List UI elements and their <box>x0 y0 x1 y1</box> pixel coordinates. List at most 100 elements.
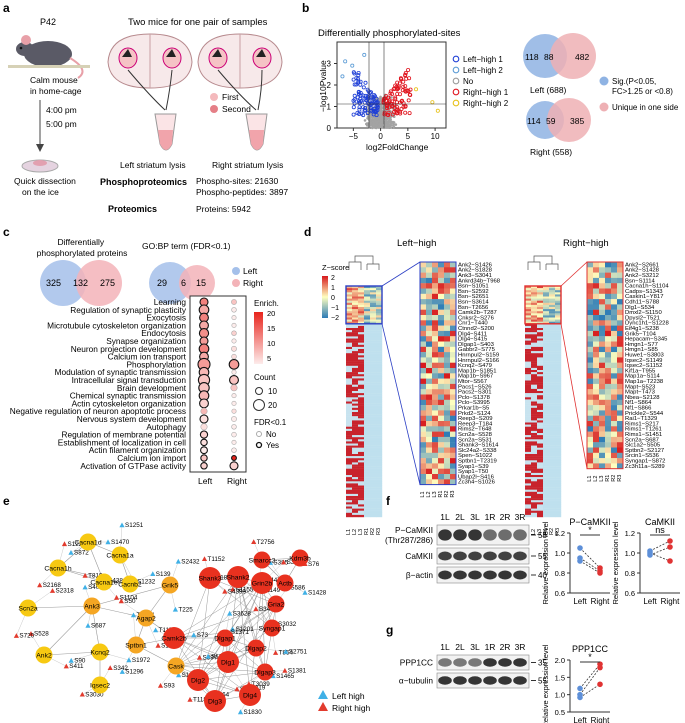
heatmap-cell <box>352 512 359 516</box>
network-protein-label: Camk2b <box>161 636 187 643</box>
venn-legend-unique: Unique in one side <box>612 103 679 112</box>
heatmap-cell <box>599 357 606 363</box>
heatmap-cell <box>376 449 383 453</box>
heatmap-cell <box>543 374 550 377</box>
go-term-label: Calcium ion import <box>117 453 186 463</box>
plot-ytick-label: 0.5 <box>555 708 565 717</box>
heatmap-cell <box>376 430 383 434</box>
heatmap-cell <box>543 288 550 291</box>
heatmap-cell <box>352 433 359 436</box>
heatmap-cell <box>420 325 427 332</box>
heatmap-cell <box>432 468 439 475</box>
heatmap-cell <box>358 302 365 306</box>
heatmap-cell <box>352 307 359 310</box>
panel-a-label: a <box>3 1 10 15</box>
heatmap-cell <box>364 380 371 383</box>
heatmap-cell <box>543 384 550 387</box>
heatmap-cell <box>358 346 365 350</box>
heatmap-cell <box>358 466 365 469</box>
heatmap-cell <box>420 415 427 422</box>
heatmap-cell <box>549 500 556 503</box>
network-site-label: S4399 <box>228 588 247 595</box>
heatmap-cell <box>352 405 359 408</box>
heatmap-cell <box>376 401 383 404</box>
heatmap-cell <box>450 357 457 363</box>
heatmap-cell <box>346 393 353 396</box>
heatmap-cell <box>555 510 562 513</box>
heatmap-cell <box>537 428 544 432</box>
heatmap-cell <box>549 403 556 406</box>
heatmap-cell <box>587 426 594 432</box>
heatmap-cell <box>537 334 544 337</box>
heatmap-cell <box>611 458 618 464</box>
heatmap-cell <box>549 292 556 295</box>
left-high-title: Left−high <box>397 238 436 249</box>
network-site-label: S73 <box>197 632 209 639</box>
heatmap-cell <box>376 422 383 425</box>
heatmap-cell <box>364 512 371 516</box>
network-protein-node <box>35 646 53 664</box>
heatmap-cell <box>587 293 594 300</box>
heatmap-cell <box>599 368 606 374</box>
heatmap-right-overview <box>524 255 562 518</box>
heatmap-cell <box>438 399 445 406</box>
heatmap-cell <box>432 463 439 469</box>
heatmap-cell <box>531 372 538 375</box>
heatmap-cell <box>593 378 600 385</box>
heatmap-cell <box>537 481 544 484</box>
heatmap-cell <box>370 302 377 306</box>
heatmap-cell <box>358 403 365 406</box>
heatmap-cell <box>549 353 556 356</box>
heatmap-cell <box>438 431 445 438</box>
heatmap-cell <box>376 361 383 364</box>
heatmap-cell <box>525 470 532 474</box>
heatmap-cell <box>426 394 433 400</box>
network-protein-label: Shank2 <box>226 575 249 582</box>
heatmap-cell <box>376 500 383 503</box>
heatmap-cell <box>364 338 371 341</box>
heatmap-cell <box>549 496 556 499</box>
heatmap-cell <box>525 384 532 387</box>
heatmap-cell <box>537 388 544 392</box>
heatmap-cell <box>555 426 562 429</box>
heatmap-cell <box>370 441 377 444</box>
heatmap-cell <box>346 309 353 312</box>
heatmap-cell <box>370 294 377 297</box>
heatmap-cell <box>555 483 562 486</box>
heatmap-cell <box>352 386 359 390</box>
heatmap-cell <box>370 290 377 293</box>
heatmap-cell <box>420 262 427 268</box>
heatmap-cell <box>537 433 544 436</box>
heatmap-cell <box>555 374 562 377</box>
heatmap-cell <box>555 340 562 343</box>
volcano-legend-marker <box>452 77 460 85</box>
heatmap-cell <box>364 300 371 303</box>
site-label-left: Map1b−S1851 <box>458 368 497 374</box>
heatmap-cell <box>358 445 365 448</box>
heatmap-cell <box>426 383 433 390</box>
heatmap-cell <box>525 363 532 366</box>
heatmap-cell <box>531 475 538 478</box>
heatmap-cell <box>549 407 556 411</box>
heatmap-cell <box>352 445 359 448</box>
go-dot-right <box>229 375 239 385</box>
heatmap-cell <box>358 397 365 400</box>
heatmap-cell <box>531 286 538 289</box>
heatmap-cell <box>364 504 371 507</box>
heatmap-cell <box>358 342 365 345</box>
heatmap-cell <box>549 302 556 306</box>
heatmap-cell <box>346 292 353 295</box>
network-protein-node <box>111 546 129 564</box>
network-site-node <box>251 539 257 544</box>
heatmap-cell <box>370 296 377 299</box>
heatmap-cell <box>531 487 538 490</box>
site-label-right: Syngap1−S872 <box>625 459 665 465</box>
heatmap-cell <box>549 374 556 377</box>
heatmap-cell <box>587 378 594 385</box>
heatmap-cell <box>346 355 353 358</box>
heatmap-cell <box>376 470 383 474</box>
heatmap-cell <box>587 431 594 438</box>
network-site-label: S342 <box>113 665 128 672</box>
heatmap-cell <box>364 420 371 423</box>
go-dot-left <box>199 398 209 409</box>
